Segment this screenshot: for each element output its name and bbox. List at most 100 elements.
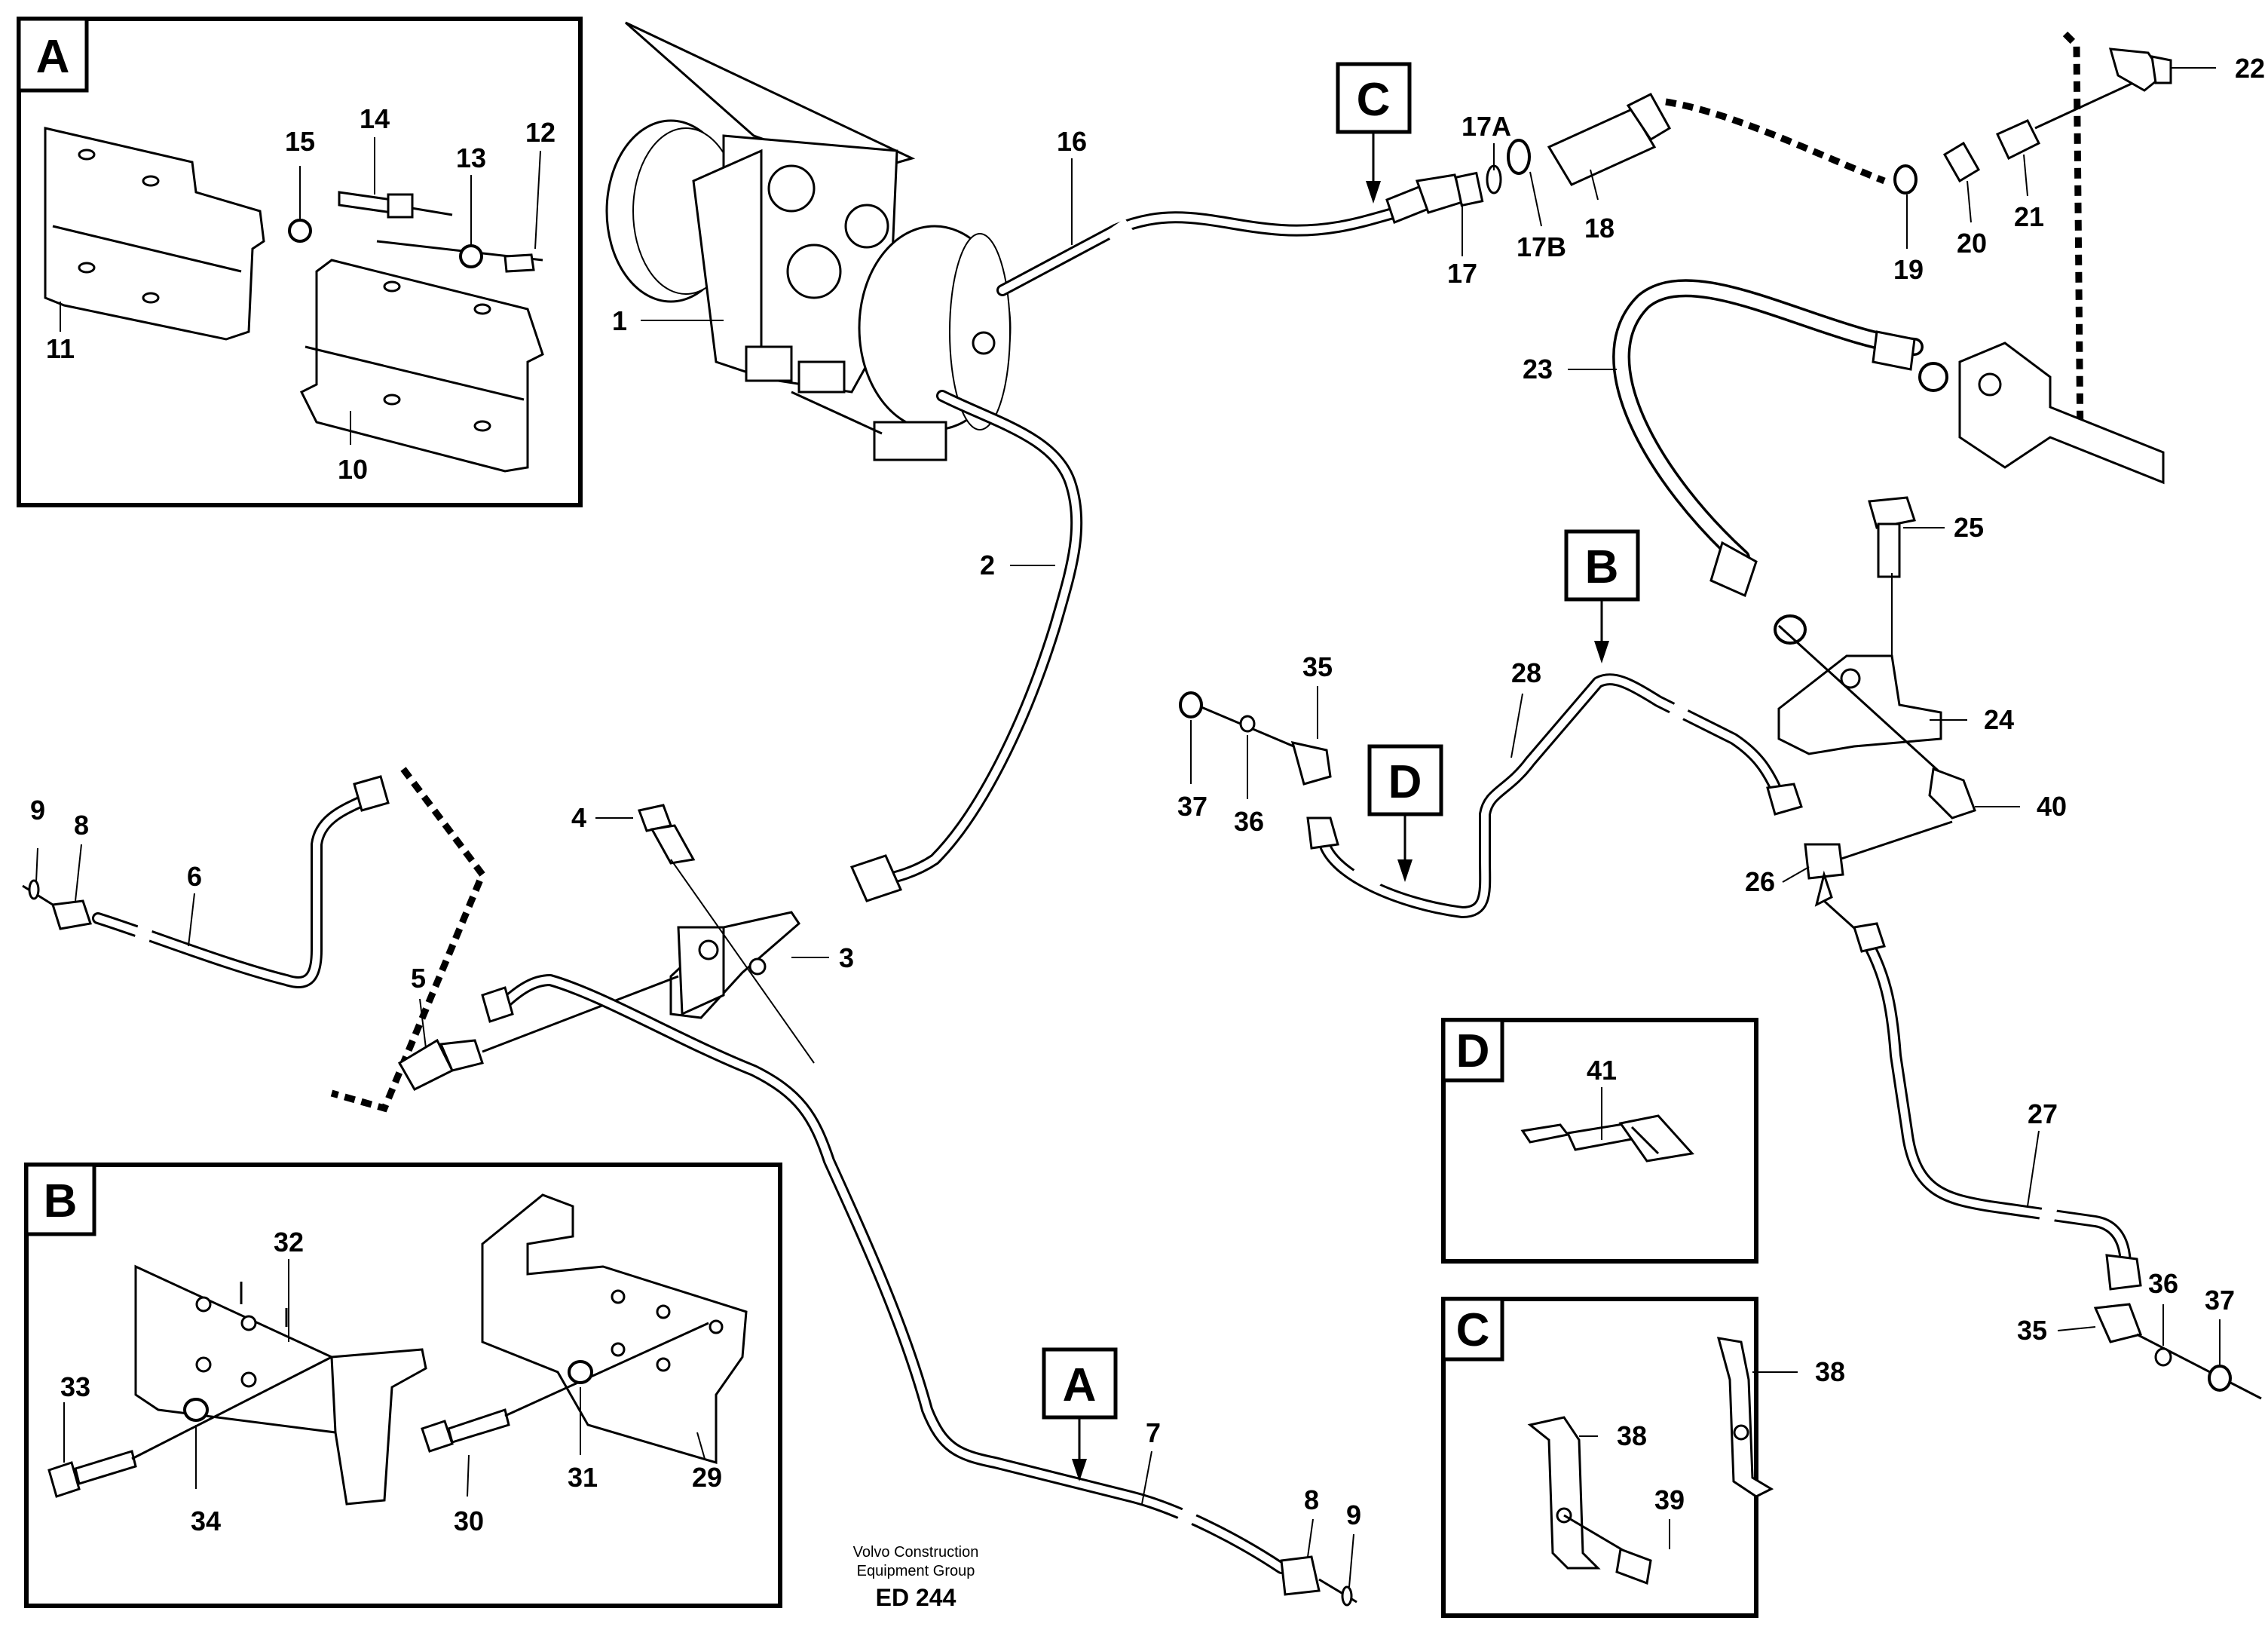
footer: Volvo Construction Equipment Group ED 24… — [853, 1544, 979, 1611]
label-33: 33 — [60, 1371, 90, 1402]
label-34: 34 — [191, 1506, 221, 1536]
label-9b: 9 — [1346, 1500, 1361, 1530]
label-18: 18 — [1584, 213, 1615, 244]
elbow-40 — [1928, 767, 1976, 819]
bracket-3: 3 — [669, 911, 854, 1019]
bolt-4: 4 — [571, 802, 815, 1064]
drawing-code: ED 244 — [876, 1584, 956, 1611]
nut-8a — [51, 899, 92, 930]
nut-20 — [1942, 141, 1981, 183]
bracket-11 — [44, 127, 265, 341]
label-11: 11 — [46, 333, 75, 364]
label-8b: 8 — [1304, 1484, 1319, 1515]
washer-17b — [1507, 139, 1531, 175]
elbow-22 — [2108, 47, 2172, 92]
section-callout-c: C — [1336, 62, 1412, 204]
hose-23: 23 — [1523, 279, 1948, 598]
dashed-continuation-18-19 — [1665, 98, 1886, 185]
section-callout-d-letter: D — [1388, 756, 1422, 808]
nut-35b — [2105, 1254, 2142, 1291]
label-39: 39 — [1654, 1484, 1685, 1515]
bracket-24: 24 — [1777, 654, 2014, 755]
label-17a: 17A — [1461, 111, 1511, 142]
label-7: 7 — [1146, 1417, 1161, 1448]
section-callout-c-letter: C — [1357, 74, 1391, 126]
label-26: 26 — [1745, 866, 1775, 897]
label-13: 13 — [456, 142, 486, 173]
label-28: 28 — [1511, 657, 1541, 688]
label-31: 31 — [568, 1462, 598, 1493]
label-5: 5 — [411, 963, 426, 994]
label-22: 22 — [2235, 53, 2265, 84]
union-21 — [1995, 119, 2041, 161]
elbow-35a — [1290, 740, 1332, 786]
pipe-7: 7 — [481, 974, 1287, 1574]
detail-box-d-letter: D — [1456, 1025, 1490, 1077]
pipe-16: 16 — [996, 126, 1423, 296]
clip-37b — [2208, 1365, 2232, 1392]
detail-box-d: D 41 — [1441, 1018, 1758, 1264]
label-41: 41 — [1587, 1055, 1617, 1086]
label-40: 40 — [2037, 791, 2067, 822]
label-14: 14 — [360, 103, 390, 134]
dashed-frame — [2062, 31, 2084, 446]
label-8a: 8 — [74, 810, 89, 841]
label-35b: 35 — [2017, 1315, 2047, 1346]
label-37b: 37 — [2205, 1285, 2235, 1316]
label-25: 25 — [1954, 512, 1984, 543]
label-21: 21 — [2014, 201, 2044, 232]
clip-38-right — [1716, 1337, 1774, 1498]
label-9a: 9 — [30, 795, 45, 826]
bracket-29 — [481, 1193, 748, 1465]
fitting-17 — [1385, 171, 1484, 224]
label-1: 1 — [612, 305, 627, 336]
washer-36a — [1239, 715, 1256, 733]
nut-35a — [1306, 816, 1339, 850]
pipe-6: 6 — [92, 775, 390, 988]
label-30: 30 — [454, 1506, 484, 1536]
label-23: 23 — [1523, 354, 1553, 384]
section-callout-d: D — [1367, 744, 1443, 882]
label-17: 17 — [1447, 258, 1477, 289]
bolt-14 — [338, 191, 453, 219]
detail-box-b: B — [24, 1163, 782, 1608]
washer-34 — [183, 1398, 209, 1422]
clip-38-left — [1527, 1416, 1601, 1570]
detail-box-c: C 38 38 39 — [1441, 1297, 1845, 1618]
nut-upper — [1774, 614, 1807, 645]
label-24: 24 — [1984, 704, 2014, 735]
elbow-35b — [2093, 1303, 2142, 1343]
section-callout-b: B — [1564, 529, 1640, 663]
adapter-18 — [1547, 93, 1672, 186]
pipe-2: 2 — [849, 390, 1083, 902]
nut-8b — [1280, 1555, 1321, 1596]
detail-box-c-letter: C — [1456, 1304, 1490, 1356]
section-callout-a: A — [1042, 1347, 1118, 1481]
section-callout-a-letter: A — [1063, 1359, 1097, 1411]
label-38a: 38 — [1815, 1356, 1845, 1387]
bolt-33 — [47, 1356, 332, 1498]
section-callout-b-letter: B — [1585, 541, 1619, 593]
label-27: 27 — [2028, 1098, 2058, 1129]
label-4: 4 — [571, 802, 586, 833]
label-19: 19 — [1893, 254, 1924, 285]
label-36a: 36 — [1234, 806, 1264, 837]
label-6: 6 — [187, 861, 202, 892]
screw-12 — [376, 240, 543, 273]
bracket-10 — [299, 259, 544, 473]
pipe-27: 27 — [1853, 922, 2132, 1273]
label-32: 32 — [274, 1227, 304, 1258]
label-17b: 17B — [1517, 231, 1566, 262]
detail-box-a-letter: A — [36, 31, 70, 83]
washer-19 — [1893, 164, 1918, 195]
label-15: 15 — [285, 126, 315, 157]
screw-39 — [1563, 1514, 1652, 1585]
clip-37a — [1179, 691, 1203, 718]
label-10: 10 — [338, 454, 368, 485]
label-20: 20 — [1957, 228, 1987, 259]
washer-36b — [2154, 1347, 2172, 1367]
label-12: 12 — [525, 117, 556, 148]
bolt-30 — [421, 1322, 709, 1453]
